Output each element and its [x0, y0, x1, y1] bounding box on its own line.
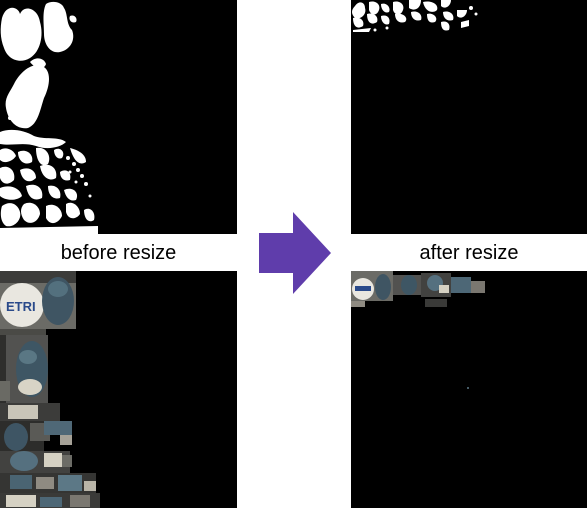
masked-photo-before-resize: ETRI [0, 271, 237, 508]
label-after-resize: after resize [419, 242, 519, 264]
mask-before-resize [0, 0, 237, 234]
photo-fragments: ETRI [0, 271, 100, 508]
etri-logo-text: ETRI [6, 299, 36, 314]
mask-after-resize [351, 0, 587, 234]
photo-fragments-resized [351, 271, 485, 389]
right-arrow-icon [259, 212, 331, 299]
mask-blobs-resized [352, 0, 478, 32]
masked-photo-after-resize [351, 271, 587, 508]
label-before-resize: before resize [60, 242, 177, 264]
mask-blobs [0, 1, 98, 234]
